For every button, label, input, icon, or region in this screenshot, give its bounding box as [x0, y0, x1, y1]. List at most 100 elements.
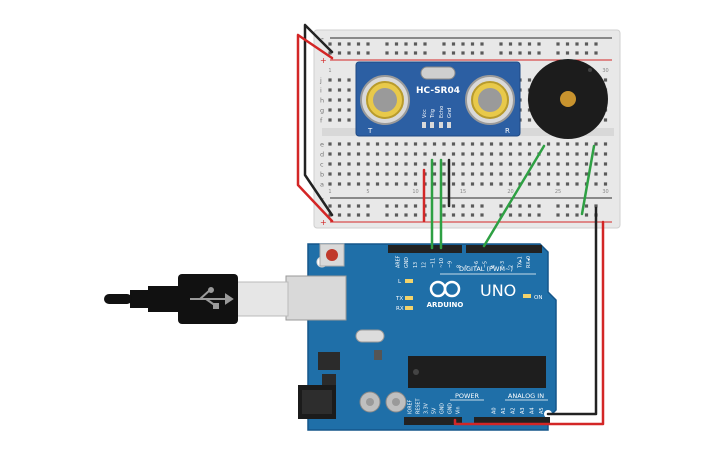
terminal-hole[interactable] [499, 162, 503, 166]
rail-hole[interactable] [442, 42, 446, 46]
terminal-hole[interactable] [442, 172, 446, 176]
sensor-pin[interactable] [447, 122, 451, 128]
terminal-hole[interactable] [404, 152, 408, 156]
rail-hole[interactable] [385, 204, 389, 208]
rail-hole[interactable] [575, 213, 579, 217]
terminal-hole[interactable] [328, 182, 332, 186]
terminal-hole[interactable] [518, 172, 522, 176]
rail-hole[interactable] [556, 204, 560, 208]
rail-hole[interactable] [518, 42, 522, 46]
rail-hole[interactable] [451, 51, 456, 55]
rail-hole[interactable] [556, 51, 560, 55]
terminal-hole[interactable] [556, 152, 560, 156]
terminal-hole[interactable] [470, 152, 475, 156]
terminal-hole[interactable] [366, 152, 370, 156]
terminal-hole[interactable] [480, 172, 484, 176]
terminal-hole[interactable] [328, 108, 332, 112]
wire-black-right[interactable] [546, 206, 598, 416]
rail-hole[interactable] [594, 204, 598, 208]
terminal-hole[interactable] [575, 142, 579, 146]
rail-hole[interactable] [470, 51, 475, 55]
terminal-hole[interactable] [442, 142, 446, 146]
rail-hole[interactable] [575, 204, 579, 208]
rail-hole[interactable] [575, 51, 579, 55]
terminal-hole[interactable] [328, 152, 332, 156]
terminal-hole[interactable] [508, 142, 513, 146]
terminal-hole[interactable] [480, 162, 484, 166]
sensor-pin[interactable] [422, 122, 426, 128]
rail-hole[interactable] [527, 42, 532, 46]
terminal-hole[interactable] [413, 172, 418, 176]
terminal-hole[interactable] [347, 182, 351, 186]
rail-hole[interactable] [356, 204, 361, 208]
terminal-hole[interactable] [337, 78, 342, 82]
terminal-hole[interactable] [337, 118, 342, 122]
terminal-hole[interactable] [489, 142, 494, 146]
terminal-hole[interactable] [328, 162, 332, 166]
terminal-hole[interactable] [575, 152, 579, 156]
rail-hole[interactable] [527, 213, 532, 217]
terminal-hole[interactable] [508, 182, 513, 186]
rail-hole[interactable] [584, 42, 589, 46]
terminal-hole[interactable] [527, 152, 532, 156]
rail-hole[interactable] [347, 204, 351, 208]
terminal-hole[interactable] [489, 172, 494, 176]
rail-hole[interactable] [470, 42, 475, 46]
rail-hole[interactable] [328, 213, 332, 217]
terminal-hole[interactable] [508, 152, 513, 156]
rail-hole[interactable] [356, 42, 361, 46]
terminal-hole[interactable] [337, 152, 342, 156]
terminal-hole[interactable] [546, 182, 551, 186]
terminal-hole[interactable] [556, 172, 560, 176]
terminal-hole[interactable] [461, 162, 465, 166]
terminal-hole[interactable] [347, 152, 351, 156]
rail-hole[interactable] [385, 51, 389, 55]
terminal-hole[interactable] [394, 142, 399, 146]
rail-hole[interactable] [394, 51, 399, 55]
rail-hole[interactable] [537, 42, 541, 46]
terminal-hole[interactable] [442, 162, 446, 166]
wire-red-left[interactable] [296, 33, 334, 223]
dc-power-jack[interactable] [298, 385, 336, 419]
terminal-hole[interactable] [480, 142, 484, 146]
rail-hole[interactable] [385, 42, 389, 46]
terminal-hole[interactable] [603, 118, 608, 122]
terminal-hole[interactable] [565, 142, 570, 146]
terminal-hole[interactable] [385, 162, 389, 166]
rail-hole[interactable] [394, 42, 399, 46]
terminal-hole[interactable] [337, 172, 342, 176]
rail-hole[interactable] [328, 51, 332, 55]
terminal-hole[interactable] [347, 162, 351, 166]
terminal-hole[interactable] [499, 152, 503, 156]
terminal-hole[interactable] [347, 88, 351, 92]
wire-buzzer-gnd-green[interactable] [580, 144, 596, 216]
terminal-hole[interactable] [328, 172, 332, 176]
terminal-hole[interactable] [394, 152, 399, 156]
rail-hole[interactable] [337, 213, 342, 217]
terminal-hole[interactable] [356, 172, 361, 176]
terminal-hole[interactable] [603, 172, 608, 176]
reset-button[interactable] [319, 243, 345, 267]
terminal-hole[interactable] [394, 182, 399, 186]
rail-hole[interactable] [461, 213, 465, 217]
terminal-hole[interactable] [385, 172, 389, 176]
rail-hole[interactable] [518, 204, 522, 208]
terminal-hole[interactable] [328, 78, 332, 82]
usb-cable[interactable] [104, 274, 347, 324]
terminal-hole[interactable] [356, 182, 361, 186]
rail-hole[interactable] [404, 204, 408, 208]
terminal-hole[interactable] [423, 142, 427, 146]
terminal-hole[interactable] [603, 142, 608, 146]
terminal-hole[interactable] [375, 162, 380, 166]
terminal-hole[interactable] [584, 162, 589, 166]
rail-hole[interactable] [584, 213, 589, 217]
terminal-hole[interactable] [337, 162, 342, 166]
rail-hole[interactable] [442, 204, 446, 208]
rail-hole[interactable] [499, 51, 503, 55]
terminal-hole[interactable] [404, 142, 408, 146]
terminal-hole[interactable] [413, 182, 418, 186]
terminal-hole[interactable] [527, 162, 532, 166]
wire-red-right[interactable] [453, 220, 605, 426]
rail-hole[interactable] [584, 204, 589, 208]
